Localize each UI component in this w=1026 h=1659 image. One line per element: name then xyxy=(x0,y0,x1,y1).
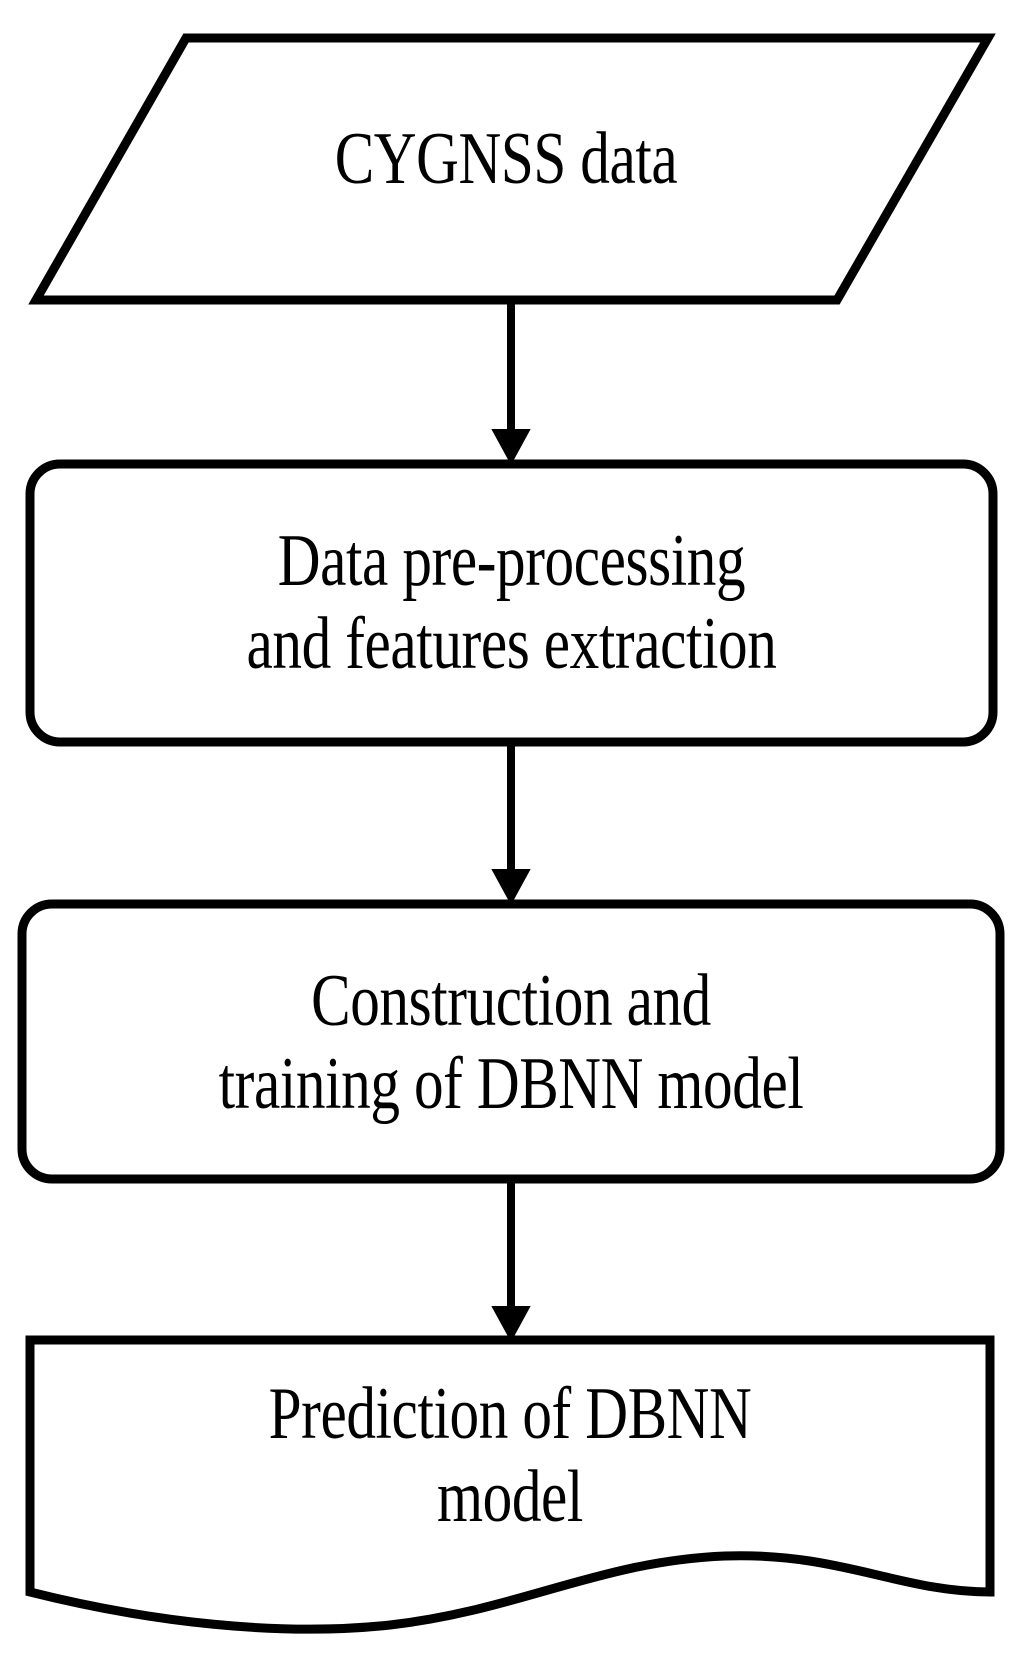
node-predict-label: Prediction of DBNN model xyxy=(268,1373,752,1538)
node-predict-shape[interactable] xyxy=(25,1335,995,1634)
node-construct-label: Construction and training of DBNN model xyxy=(218,960,804,1125)
node-source-label: CYGNSS data xyxy=(334,117,678,200)
node-preprocess-label: Data pre-processing and features extract… xyxy=(246,520,777,685)
node-source-shape[interactable] xyxy=(28,33,996,305)
edge-construct-predict xyxy=(491,1179,531,1343)
edge-preprocess-construct xyxy=(491,742,531,906)
edge-source-preprocess xyxy=(491,300,531,466)
